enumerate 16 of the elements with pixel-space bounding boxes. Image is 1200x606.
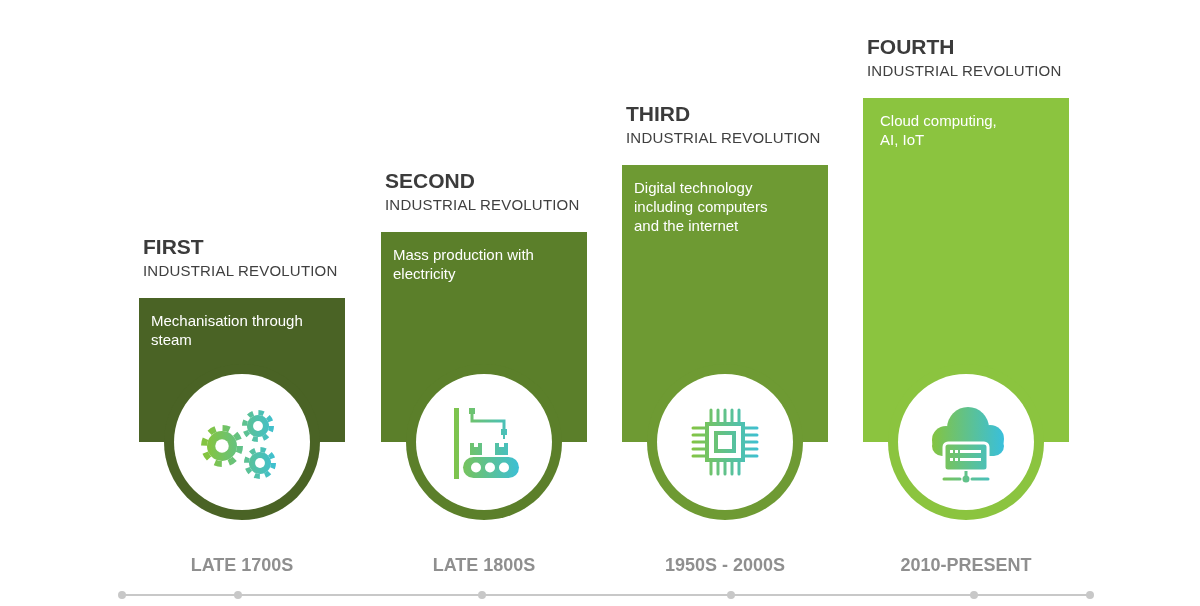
heading-text: SECOND	[385, 169, 475, 193]
date-label: LATE 1700S	[190, 554, 294, 576]
description-text: Digital technology including computers and the internet	[634, 178, 769, 235]
date-label: 1950S - 2000S	[664, 554, 786, 576]
heading-text: FIRST	[143, 235, 204, 259]
heading-text: FOURTH	[867, 35, 955, 59]
description-text: Cloud computing, AI, IoT	[880, 111, 998, 149]
date-label: 2010-PRESENT	[900, 554, 1032, 576]
subheading-text: INDUSTRIAL REVOLUTION	[867, 62, 1062, 80]
description-text: Mechanisation through steam	[151, 311, 304, 349]
date-label: LATE 1800S	[432, 554, 536, 576]
heading-text: THIRD	[626, 102, 691, 126]
description-text: Mass production with electricity	[393, 245, 535, 283]
subheading-text: INDUSTRIAL REVOLUTION	[385, 196, 580, 214]
subheading-text: INDUSTRIAL REVOLUTION	[626, 129, 821, 147]
subheading-text: INDUSTRIAL REVOLUTION	[143, 262, 338, 280]
